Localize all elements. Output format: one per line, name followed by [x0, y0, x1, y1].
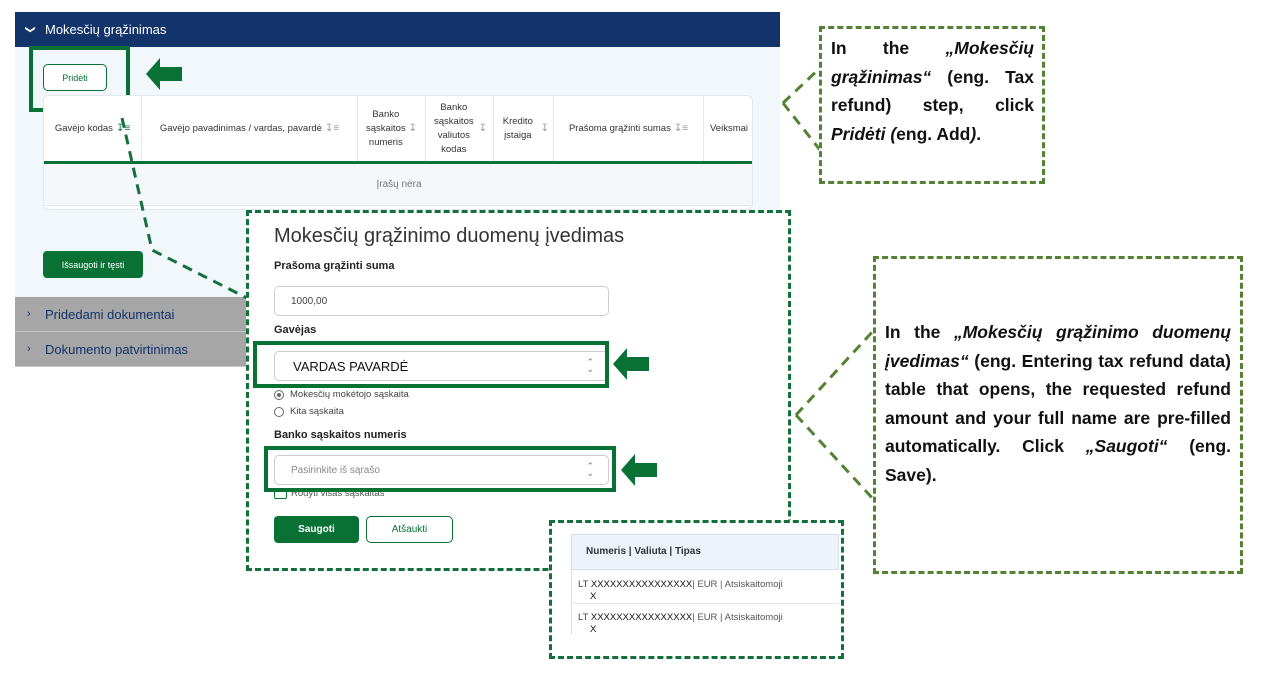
header-divider: [44, 161, 752, 164]
recipient-select[interactable]: VARDAS PAVARDĖ⌃⌄: [274, 351, 609, 381]
radio-checked-icon: [274, 389, 284, 400]
column-header: Veiksmai: [709, 123, 748, 135]
column-header[interactable]: Prašoma grąžinti sumas↧≡: [554, 96, 704, 162]
sort-icon: ↧: [408, 122, 417, 134]
chevron-right-icon: ›: [27, 308, 31, 320]
highlight-box: [264, 446, 616, 492]
radio-unchecked-icon: [274, 406, 284, 417]
refund-table: Gavėjo kodas↧≡ Gavėjo pavadinimas / vard…: [43, 95, 753, 210]
refund-entry-modal: [246, 210, 791, 571]
arrow-left-icon: [621, 454, 657, 486]
account-select[interactable]: Pasirinkite iš sąrašo⌃⌄: [274, 455, 609, 485]
sort-icon: ↧≡: [673, 122, 689, 134]
cancel-button[interactable]: Atšaukti: [366, 516, 453, 543]
dropdown-option[interactable]: LT XXXXXXXXXXXXXXXX| EUR | Atsiskaitomoj…: [571, 604, 839, 635]
column-header[interactable]: Banko sąskaitos valiutos kodas↧: [426, 96, 494, 162]
chevron-right-icon: ›: [27, 343, 31, 355]
account-dropdown: Numeris | Valiuta | Tipas LT XXXXXXXXXXX…: [549, 520, 844, 659]
add-button[interactable]: Pridėti: [43, 64, 107, 91]
arrow-left-icon: [146, 58, 182, 90]
recipient-label: Gavėjas: [274, 324, 317, 336]
section-header-tax-refund[interactable]: ❯Mokesčių grąžinimas: [15, 12, 780, 47]
save-continue-button[interactable]: Išsaugoti ir tęsti: [43, 251, 143, 278]
dropdown-header: Numeris | Valiuta | Tipas: [571, 534, 839, 570]
amount-input[interactable]: 1000,00: [274, 286, 609, 316]
account-label: Banko sąskaitos numeris: [274, 429, 407, 441]
callout-step-save: In the „Mokesčių grąžinimo duomenų įvedi…: [873, 256, 1243, 574]
updown-chevron-icon: ⌃⌄: [586, 357, 594, 374]
save-button[interactable]: Saugoti: [274, 516, 359, 543]
empty-message: Įrašų nėra: [44, 164, 752, 206]
dropdown-option[interactable]: LT XXXXXXXXXXXXXXXX| EUR | Atsiskaitomoj…: [571, 570, 839, 604]
column-header[interactable]: Banko sąskaitos numeris↧: [358, 96, 426, 162]
radio-taxpayer-account[interactable]: Mokesčių mokėtojo sąskaita: [274, 389, 409, 400]
arrow-left-icon: [613, 348, 649, 380]
column-header[interactable]: Kredito įstaiga↧: [494, 96, 554, 162]
column-header[interactable]: Gavėjo kodas↧≡: [44, 96, 142, 162]
modal-title: Mokesčių grąžinimo duomenų įvedimas: [274, 225, 625, 247]
sort-icon: ↧≡: [324, 122, 340, 134]
updown-chevron-icon: ⌃⌄: [586, 461, 594, 478]
section-attached-documents[interactable]: ›Pridedami dokumentai: [15, 297, 247, 332]
section-title: Mokesčių grąžinimas: [45, 22, 167, 37]
sort-icon: ↧: [540, 122, 549, 134]
highlight-box: [253, 341, 609, 388]
column-header[interactable]: Gavėjo pavadinimas / vardas, pavardė↧≡: [142, 96, 358, 162]
radio-other-account[interactable]: Kita sąskaita: [274, 406, 344, 417]
callout-step-add: In the „Mokesčių grąžinimas“ (eng. Tax r…: [819, 26, 1045, 184]
section-document-confirmation[interactable]: ›Dokumento patvirtinimas: [15, 332, 247, 367]
sort-icon: ↧≡: [115, 122, 131, 134]
amount-label: Prašoma grąžinti suma: [274, 260, 395, 272]
sort-icon: ↧: [478, 122, 487, 134]
